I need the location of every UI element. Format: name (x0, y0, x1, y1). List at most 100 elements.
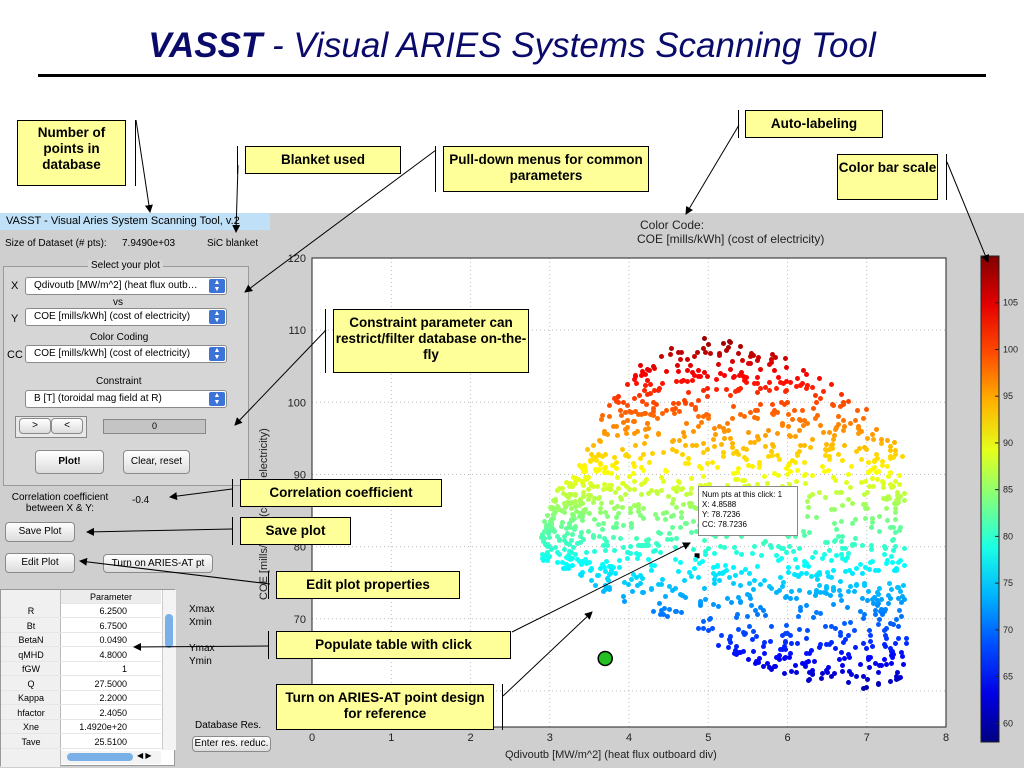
constraint-slider[interactable]: 0 (103, 419, 206, 434)
chevron-updown-icon: ▲▼ (209, 392, 225, 406)
chevron-updown-icon: ▲▼ (209, 279, 225, 293)
table-row-name: Q (1, 677, 61, 691)
slide-title: VASST - Visual ARIES Systems Scanning To… (148, 26, 876, 65)
edit-plot-button[interactable]: Edit Plot (5, 553, 75, 573)
x-parameter-dropdown[interactable]: Qdivoutb [MW/m^2] (heat flux outb…▲▼ (25, 277, 227, 295)
table-row-value: 2.4050 (61, 706, 161, 720)
color-code-title-line1: Color Code: (640, 218, 705, 232)
table-row-name: Bt (1, 619, 61, 633)
x-axis-title: Qdivoutb [MW/m^2] (heat flux outboard di… (505, 749, 717, 761)
row-header-column (1, 590, 61, 767)
table-row-name: Tave (1, 735, 61, 749)
scroll-arrows-icon[interactable]: ◀ ▶ (137, 751, 152, 760)
colorbar-tick-label: 70 (1003, 625, 1013, 635)
plot-button[interactable]: Plot! (35, 450, 104, 474)
table-row-name: hfactor (1, 706, 61, 720)
select-plot-label: Select your plot (88, 260, 163, 271)
colorbar-tick-label: 60 (1003, 718, 1013, 728)
save-plot-button[interactable]: Save Plot (5, 522, 75, 542)
callout-constraint-parameter: Constraint parameter can restrict/filter… (333, 309, 529, 373)
color-coding-label: Color Coding (90, 332, 149, 343)
table-row-value: 1.4920e+20 (61, 720, 161, 735)
correlation-value: -0.4 (132, 495, 150, 506)
aries-at-reference-point (597, 650, 613, 667)
colorbar-tick-label: 75 (1003, 578, 1013, 588)
callout-bracket (946, 154, 947, 200)
xmin-label: Xmin (189, 617, 212, 628)
chevron-updown-icon: ▲▼ (209, 310, 225, 324)
datatip-line: CC: 78.7236 (702, 520, 747, 529)
callout-bracket (232, 479, 233, 507)
table-row-name: Xne (1, 720, 61, 735)
table-row-name: R (1, 604, 61, 619)
colorbar-tick-label: 90 (1003, 438, 1013, 448)
x-tick-label: 5 (705, 732, 711, 744)
colorbar-tick-label: 65 (1003, 672, 1013, 682)
y-axis-label: Y (11, 313, 19, 325)
callout-bracket (237, 146, 238, 174)
table-column-header: Parameter (61, 590, 161, 605)
blanket-value: SiC blanket (207, 238, 259, 249)
constraint-next-button[interactable]: > (19, 418, 51, 434)
callout-number-of-points: Number of points in database (17, 120, 126, 186)
cc-label: CC (7, 349, 23, 361)
x-tick-label: 2 (467, 732, 473, 744)
y-parameter-dropdown[interactable]: COE [mills/kWh] (cost of electricity)▲▼ (25, 308, 227, 326)
title-rule (38, 74, 986, 77)
scrollbar-thumb[interactable] (165, 614, 173, 648)
y-tick-label: 120 (288, 253, 306, 265)
selected-point-marker (693, 552, 701, 560)
table-horizontal-scrollbar[interactable]: ◀ ▶ (61, 751, 161, 764)
table-row-value: 1 (61, 662, 161, 677)
datatip-line: X: 4.8588 (702, 500, 737, 509)
table-row-value: 0.0490 (61, 633, 161, 648)
table-row-value: 6.2500 (61, 604, 161, 619)
y-tick-label: 110 (288, 325, 306, 337)
table-row-value: 25.5100 (61, 735, 161, 749)
database-res-label: Database Res. (195, 720, 262, 731)
callout-edit-plot: Edit plot properties (276, 571, 460, 599)
dataset-size-label: Size of Dataset (# pts): (5, 238, 107, 249)
x-axis-label: X (11, 280, 19, 292)
color-code-title: Color Code: COE [mills/kWh] (cost of ele… (520, 218, 940, 246)
colorbar-tick-label: 85 (1003, 485, 1013, 495)
colorbar-tick-label: 95 (1003, 391, 1013, 401)
correlation-label: Correlation coefficient between X & Y: (11, 492, 109, 514)
callout-color-bar: Color bar scale (837, 154, 938, 200)
constraint-prev-button[interactable]: < (51, 418, 83, 434)
scrollbar-thumb[interactable] (67, 753, 133, 761)
clear-reset-button[interactable]: Clear, reset (123, 450, 190, 474)
xmax-label: Xmax (189, 604, 215, 615)
colorbar-gradient (980, 255, 1000, 743)
window-title: VASST - Visual Aries System Scanning Too… (0, 213, 270, 230)
callout-save-plot: Save plot (240, 517, 351, 545)
ymax-label: Ymax (189, 643, 215, 654)
ymin-label: Ymin (189, 656, 212, 667)
callout-bracket (268, 571, 269, 599)
y-tick-label: 70 (294, 614, 306, 626)
table-vertical-scrollbar[interactable] (162, 590, 176, 750)
x-tick-label: 0 (309, 732, 315, 744)
table-row-name: Kappa (1, 691, 61, 706)
table-row-name: qMHD (1, 648, 61, 662)
callout-bracket (325, 309, 326, 373)
callout-bracket (502, 684, 503, 730)
constraint-dropdown[interactable]: B [T] (toroidal mag field at R)▲▼ (25, 390, 227, 408)
callout-populate-table: Populate table with click (276, 631, 511, 659)
x-tick-label: 7 (864, 732, 870, 744)
callout-blanket-used: Blanket used (245, 146, 401, 174)
y-tick-label: 100 (288, 397, 306, 409)
color-code-title-line2: COE [mills/kWh] (cost of electricity) (637, 232, 825, 246)
enter-res-reduc-button[interactable]: Enter res. reduc. (192, 736, 271, 752)
color-code-dropdown[interactable]: COE [mills/kWh] (cost of electricity)▲▼ (25, 345, 227, 363)
callout-turn-on-aries-at: Turn on ARIES-AT point design for refere… (276, 684, 494, 730)
x-tick-label: 6 (784, 732, 790, 744)
table-row-value: 6.7500 (61, 619, 161, 633)
x-tick-label: 4 (626, 732, 632, 744)
callout-auto-labeling: Auto-labeling (745, 110, 883, 138)
colorbar-tick-label: 80 (1003, 531, 1013, 541)
y-tick-label: 90 (294, 469, 306, 481)
x-tick-label: 8 (943, 732, 949, 744)
